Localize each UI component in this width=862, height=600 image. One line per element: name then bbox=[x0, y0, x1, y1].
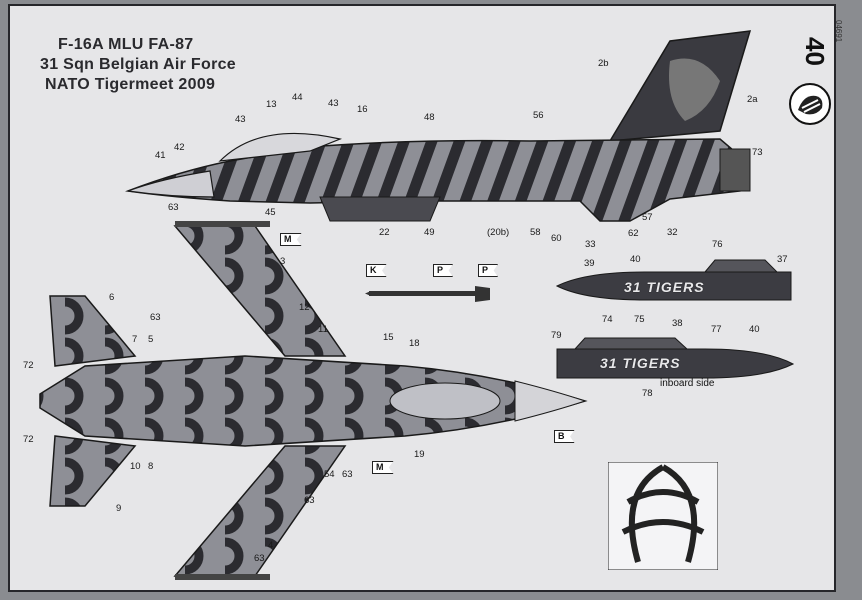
callout-number: 19 bbox=[414, 449, 425, 460]
callout-number: 77 bbox=[711, 324, 722, 335]
callout-number: 63 bbox=[342, 469, 353, 480]
callout-number: 79 bbox=[551, 330, 562, 341]
callout-number: 22 bbox=[379, 227, 390, 238]
callout-number: 8 bbox=[148, 461, 154, 472]
callout-number: 6 bbox=[109, 292, 115, 303]
sheet-number: 40 bbox=[799, 37, 830, 66]
callout-number: 39 bbox=[584, 258, 595, 269]
callout-number: 5 bbox=[148, 334, 154, 345]
callout-number: 73 bbox=[752, 147, 763, 158]
side-code: 04691 bbox=[834, 20, 843, 43]
callout-number: 16 bbox=[357, 104, 368, 115]
side-view-aircraft bbox=[125, 30, 752, 222]
tiger-badge-icon bbox=[789, 83, 831, 125]
missile-drawing bbox=[365, 286, 490, 302]
callout-number: 44 bbox=[292, 92, 303, 103]
callout-number: 43 bbox=[328, 98, 339, 109]
callout-number: 76 bbox=[712, 239, 723, 250]
marker-tag: M bbox=[372, 461, 394, 474]
callout-number: 75 bbox=[634, 314, 645, 325]
callout-number: 43 bbox=[235, 114, 246, 125]
callout-number: 41 bbox=[155, 150, 166, 161]
tank-text-upper: 31 TIGERS bbox=[624, 279, 705, 295]
decal-preview bbox=[608, 462, 718, 570]
fuel-tank-lower bbox=[556, 337, 795, 379]
callout-number: 38 bbox=[672, 318, 683, 329]
callout-number: 2b bbox=[598, 58, 609, 69]
callout-number: 72 bbox=[23, 434, 34, 445]
inboard-side-label: inboard side bbox=[660, 378, 715, 389]
callout-number: 74 bbox=[602, 314, 613, 325]
callout-number: 45 bbox=[265, 207, 276, 218]
tank-text-lower: 31 TIGERS bbox=[600, 355, 681, 371]
callout-number: 12 bbox=[299, 302, 310, 313]
instruction-sheet: F-16A MLU FA-87 31 Sqn Belgian Air Force… bbox=[8, 4, 836, 592]
callout-number: 9 bbox=[116, 503, 122, 514]
callout-number: 56 bbox=[533, 110, 544, 121]
callout-number: 49 bbox=[424, 227, 435, 238]
callout-number: 63 bbox=[304, 495, 315, 506]
callout-number: 40 bbox=[630, 254, 641, 265]
callout-number: 62 bbox=[628, 228, 639, 239]
title-line-2: 31 Sqn Belgian Air Force bbox=[40, 56, 236, 73]
callout-number: 60 bbox=[551, 233, 562, 244]
callout-number: 54 bbox=[324, 469, 335, 480]
callout-number: 4 bbox=[268, 540, 274, 551]
marker-tag: M bbox=[280, 233, 302, 246]
callout-number: 48 bbox=[424, 112, 435, 123]
callout-number: 42 bbox=[174, 142, 185, 153]
callout-number: 11 bbox=[318, 324, 328, 335]
title-line-1: F-16A MLU FA-87 bbox=[58, 36, 194, 53]
callout-number: 78 bbox=[642, 388, 653, 399]
callout-number: 63 bbox=[150, 312, 161, 323]
fuel-tank-upper bbox=[555, 259, 792, 301]
title-line-3: NATO Tigermeet 2009 bbox=[45, 76, 216, 93]
callout-number: 32 bbox=[667, 227, 678, 238]
callout-number: 33 bbox=[585, 239, 596, 250]
callout-number: 2a bbox=[747, 94, 758, 105]
callout-number: 3 bbox=[280, 256, 286, 267]
callout-number: 63 bbox=[254, 553, 265, 564]
callout-number: 37 bbox=[777, 254, 788, 265]
callout-number: 7 bbox=[132, 334, 138, 345]
callout-number: 40 bbox=[749, 324, 760, 335]
callout-number: (20b) bbox=[487, 227, 510, 238]
callout-number: 57 bbox=[642, 212, 653, 223]
callout-number: 18 bbox=[409, 338, 420, 349]
callout-number: 13 bbox=[266, 99, 277, 110]
callout-number: 72 bbox=[23, 360, 34, 371]
callout-number: 15 bbox=[383, 332, 394, 343]
callout-number: 10 bbox=[130, 461, 141, 472]
top-view-aircraft bbox=[39, 221, 588, 580]
callout-number: 63 bbox=[168, 202, 179, 213]
callout-number: 58 bbox=[530, 227, 541, 238]
